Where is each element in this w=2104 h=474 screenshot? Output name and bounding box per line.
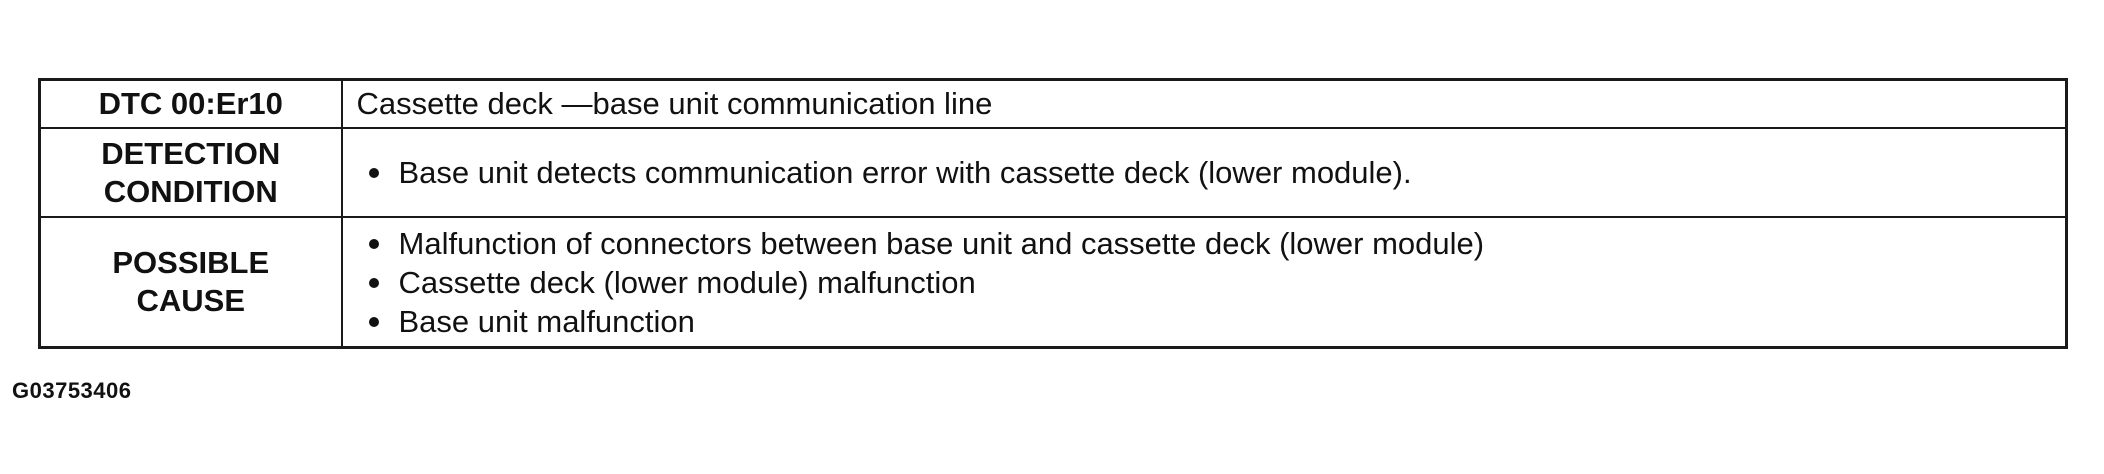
dtc-table: DTC 00:Er10 Cassette deck —base unit com…	[38, 78, 2068, 349]
list-item: Cassette deck (lower module) malfunction	[357, 263, 2052, 302]
figure-id: G03753406	[12, 378, 132, 403]
list-item-text: Base unit detects communication error wi…	[398, 155, 1412, 190]
header-line: POSSIBLE	[112, 245, 270, 280]
table-row: DETECTION CONDITION Base unit detects co…	[38, 127, 2068, 218]
header-line: DETECTION	[101, 135, 281, 171]
detection-condition-list: Base unit detects communication error wi…	[357, 153, 2052, 192]
dtc-code: DTC 00:Er10	[98, 86, 283, 121]
list-item: Malfunction of connectors between base u…	[357, 224, 2052, 263]
list-item-text: Base unit malfunction	[398, 303, 695, 339]
possible-cause-cell: Malfunction of connectors between base u…	[340, 216, 2068, 349]
list-item: Base unit detects communication error wi…	[357, 153, 2052, 192]
possible-cause-header: POSSIBLE CAUSE	[38, 216, 343, 349]
list-item: Base unit malfunction	[357, 302, 2052, 341]
bullet-icon	[368, 168, 379, 178]
header-line: CAUSE	[136, 283, 245, 318]
possible-cause-list: Malfunction of connectors between base u…	[357, 224, 2052, 341]
detection-condition-cell: Base unit detects communication error wi…	[340, 127, 2068, 218]
bullet-icon	[368, 316, 379, 327]
dtc-description: Cassette deck —base unit communication l…	[356, 86, 993, 121]
table-row: POSSIBLE CAUSE Malfunction of connectors…	[38, 216, 2068, 349]
detection-condition-header: DETECTION CONDITION	[38, 127, 343, 218]
dtc-description-cell: Cassette deck —base unit communication l…	[340, 78, 2068, 129]
dtc-code-cell: DTC 00:Er10	[38, 78, 343, 129]
table-row: DTC 00:Er10 Cassette deck —base unit com…	[38, 78, 2068, 129]
header-line: CONDITION	[103, 173, 278, 209]
bullet-icon	[368, 238, 379, 249]
list-item-text: Cassette deck (lower module) malfunction	[398, 264, 976, 300]
list-item-text: Malfunction of connectors between base u…	[398, 225, 1485, 261]
bullet-icon	[368, 277, 379, 288]
